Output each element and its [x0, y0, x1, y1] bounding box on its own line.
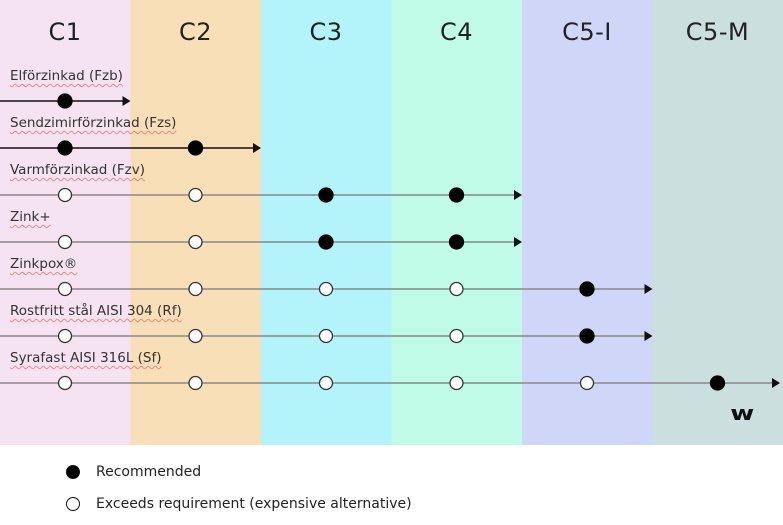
exceeds-marker	[188, 328, 203, 344]
corrosion-class-diagram	[0, 0, 783, 445]
arrow-icon	[253, 143, 261, 153]
exceeds-marker	[188, 281, 203, 297]
column-band-c5-m	[652, 0, 783, 445]
exceeds-marker	[449, 328, 464, 344]
exceeds-marker	[57, 375, 73, 391]
exceeds-marker	[57, 234, 73, 250]
legend-exceeds: Exceeds requirement (expensive alternati…	[66, 496, 412, 512]
exceeds-marker	[57, 328, 73, 344]
exceeds-marker	[188, 375, 203, 391]
exceeds-marker	[188, 187, 203, 203]
exceeds-marker	[449, 375, 464, 391]
legend-exceeds-label: Exceeds requirement (expensive alternati…	[96, 496, 412, 512]
arrow-icon	[644, 284, 653, 294]
column-band-c3	[261, 0, 392, 445]
filled-dot-icon	[66, 465, 80, 479]
column-header: C5-M	[685, 18, 750, 46]
recommended-marker	[57, 93, 73, 109]
exceeds-marker	[318, 328, 334, 344]
recommended-marker	[579, 281, 595, 297]
column-header: C5-I	[562, 18, 612, 46]
row-label: Elförzinkad (Fzb)	[10, 68, 123, 84]
row-label: Rostfritt stål AISI 304 (Rf)	[10, 303, 182, 319]
row-label: Varmförzinkad (Fzv)	[10, 162, 145, 178]
recommended-marker	[318, 234, 334, 250]
arrow-icon	[772, 378, 780, 388]
arrow-icon	[122, 96, 131, 106]
exceeds-marker	[318, 375, 334, 391]
recommended-marker	[579, 328, 595, 344]
arrow-icon	[514, 237, 522, 247]
recommended-marker	[187, 140, 204, 156]
row-label: Syrafast AISI 316L (Sf)	[10, 350, 162, 366]
arrow-icon	[514, 190, 522, 200]
recommended-marker	[448, 187, 465, 203]
exceeds-marker	[57, 187, 73, 203]
column-header: C2	[178, 18, 213, 46]
exceeds-marker	[188, 234, 203, 250]
recommended-marker	[709, 375, 726, 391]
recommended-marker	[318, 187, 334, 203]
exceeds-marker	[318, 281, 334, 297]
column-band-c4	[391, 0, 523, 445]
column-header: C4	[439, 18, 474, 46]
exceeds-marker	[57, 281, 73, 297]
column-band-c5-i	[522, 0, 653, 445]
row-label: Zinkpox®	[10, 256, 78, 272]
legend-recommended: Recommended	[66, 464, 201, 480]
column-band-c2	[130, 0, 262, 445]
legend-recommended-label: Recommended	[96, 464, 202, 480]
row-label: Zink+	[10, 209, 51, 225]
exceeds-marker	[449, 281, 464, 297]
column-band-c1	[0, 0, 131, 445]
open-dot-icon	[66, 497, 80, 511]
exceeds-marker	[579, 375, 595, 391]
recommended-marker	[57, 140, 73, 156]
arrow-icon	[644, 331, 653, 341]
column-header: C3	[309, 18, 343, 46]
row-label: Sendzimirförzinkad (Fzs)	[10, 115, 177, 131]
column-header: C1	[48, 18, 82, 46]
recommended-marker	[448, 234, 465, 250]
brand-logo: w	[730, 401, 755, 425]
